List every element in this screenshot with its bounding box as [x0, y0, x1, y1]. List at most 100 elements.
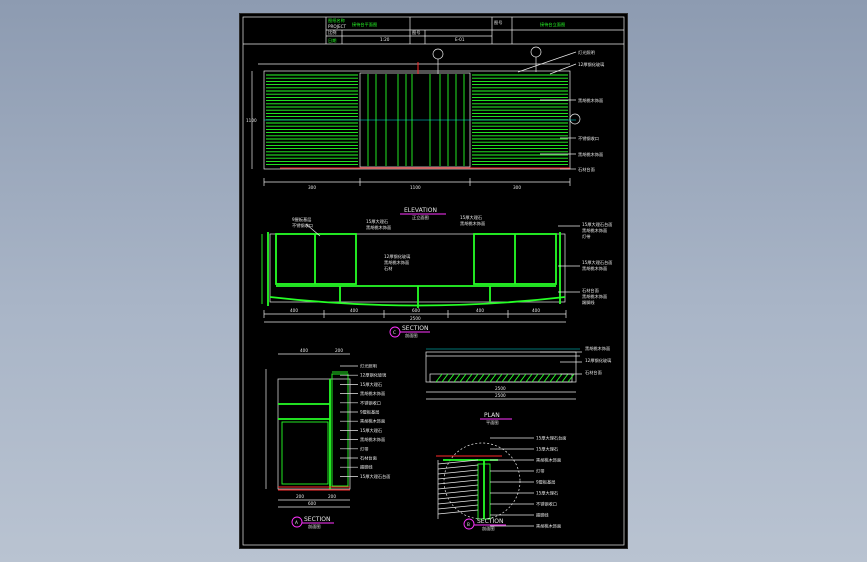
- sc-note-m7: 黑胡桃木饰面: [460, 220, 485, 227]
- hatch-line: [437, 459, 479, 465]
- section-a-note: 15厚大理石: [360, 427, 382, 434]
- section-a-note: 9厘板基层: [360, 409, 379, 416]
- hatch-line: [555, 373, 563, 383]
- elev-note-4: 不锈钢收口: [578, 135, 599, 142]
- section-a-letter: A: [295, 520, 298, 525]
- sc-note-r1: 15厚大理石台面: [582, 221, 612, 228]
- section-b-letter: B: [467, 522, 470, 527]
- section-b-note: 9厘板基层: [536, 479, 555, 486]
- elev-dim-1: 300: [308, 185, 316, 190]
- hatch-line: [437, 499, 479, 505]
- hatch-line: [495, 373, 503, 383]
- sheet-title: 接待台立面图: [540, 21, 565, 28]
- right-slats: [472, 74, 568, 166]
- section-b-title: SECTION: [477, 518, 503, 525]
- project-label: 图纸名称: [328, 17, 345, 24]
- plan-sub: 平面图: [486, 420, 499, 426]
- plan-note-2: 12厚钢化玻璃: [585, 357, 611, 364]
- cad-drawing: 图纸名称 PROJECT 接待台平面图 比例 1:20 图号 E-01 日期 图…: [242, 16, 625, 546]
- hatch-line: [453, 373, 461, 383]
- hatch-line: [537, 373, 545, 383]
- hatch-line: [477, 373, 485, 383]
- hatch-line: [437, 509, 479, 515]
- elevation-title: ELEVATION: [404, 207, 437, 214]
- hatch-line: [489, 373, 497, 383]
- hatch-line: [441, 373, 449, 383]
- sc-note-r6: 石材台面: [582, 287, 599, 294]
- sc-note-r2: 黑胡桃木饰面: [582, 227, 607, 234]
- hatch-line: [437, 469, 479, 475]
- scale-value: 1:20: [380, 37, 390, 42]
- sc-note-l1: 9厘板基层: [292, 216, 311, 223]
- sc-note-m2: 黑胡桃木饰面: [366, 224, 391, 231]
- sc-note-m4: 黑胡桃木饰面: [384, 259, 409, 266]
- elevation-view: 灯光照明 12厚钢化玻璃 黑胡桃木饰面 不锈钢收口 黑胡桃木饰面 石材台面 30…: [246, 46, 604, 221]
- section-c-title: SECTION: [402, 325, 428, 332]
- hatch-line: [437, 479, 479, 485]
- section-a-note: 灯光照明: [360, 363, 377, 370]
- plan-title: PLAN: [484, 412, 500, 419]
- no-value: E-01: [455, 37, 465, 42]
- section-b-note: 踢脚线: [536, 512, 549, 519]
- elev-dim-2: 1100: [410, 185, 421, 190]
- sc-note-r3: 灯带: [582, 233, 590, 240]
- hatch-line: [507, 373, 515, 383]
- a-dim-bot-1: 200: [296, 494, 304, 499]
- hatch-line: [501, 373, 509, 383]
- hatch-line: [447, 373, 455, 383]
- section-a-note: 12厚钢化玻璃: [360, 372, 386, 379]
- sc-dim-1: 400: [290, 308, 298, 313]
- section-a-title: SECTION: [304, 516, 330, 523]
- section-a-note: 黑胡桃木饰面: [360, 436, 385, 443]
- section-a-note: 踢脚线: [360, 464, 373, 471]
- a-dim-top-1: 400: [300, 348, 308, 353]
- hatch-line: [519, 373, 527, 383]
- plan-dim-1: 2500: [495, 386, 506, 391]
- plan-note-3: 石材台面: [585, 369, 602, 376]
- a-dim-total: 600: [308, 501, 316, 506]
- sc-dim-2: 400: [350, 308, 358, 313]
- sc-dim-3: 600: [412, 308, 420, 313]
- section-b-note: 15厚大理石台面: [536, 435, 566, 442]
- elevation-dims: 300 1100 300 1100: [246, 71, 571, 190]
- hatch-line: [543, 373, 551, 383]
- sc-note-r8: 踢脚线: [582, 299, 595, 306]
- section-a-sub: 剖面图: [308, 523, 321, 530]
- sc-note-m5: 石材: [384, 265, 392, 272]
- elev-note-5: 黑胡桃木饰面: [578, 151, 603, 158]
- hatch-line: [459, 373, 467, 383]
- hatch-line: [437, 474, 479, 480]
- sc-dim-4: 400: [476, 308, 484, 313]
- section-b-note: 灯带: [536, 468, 544, 475]
- sc-dim-total: 2500: [410, 316, 421, 321]
- date-label: 日期: [328, 38, 336, 44]
- elev-note-6: 石材台面: [578, 166, 595, 173]
- section-b-note: 15厚大理石: [536, 446, 558, 453]
- section-b-note: 黑胡桃木饰面: [536, 457, 561, 464]
- hatch-line: [437, 464, 479, 470]
- section-c-letter: C: [393, 330, 396, 335]
- hatch-line: [483, 373, 491, 383]
- sc-note-r4: 15厚大理石台面: [582, 259, 612, 266]
- section-a-note: 15厚大理石: [360, 381, 382, 388]
- drawing-sheet: 图纸名称 PROJECT 接待台平面图 比例 1:20 图号 E-01 日期 图…: [240, 14, 627, 548]
- hatch-line: [437, 484, 479, 490]
- hatch-line: [437, 504, 479, 510]
- section-a-note: 黑胡桃木饰面: [360, 390, 385, 397]
- hatch-line: [471, 373, 479, 383]
- hatch-line: [437, 489, 479, 495]
- sc-note-l2: 不锈钢收口: [292, 222, 313, 229]
- sc-note-m6: 15厚大理石: [460, 214, 482, 221]
- hatch-line: [567, 373, 575, 383]
- section-c-sub: 剖面图: [405, 332, 418, 339]
- left-slats: [266, 74, 358, 166]
- section-b-note: 不锈钢收口: [536, 501, 557, 508]
- section-a-note: 不锈钢收口: [360, 399, 381, 406]
- scale-label: 比例: [328, 29, 336, 36]
- elev-note-2: 12厚钢化玻璃: [578, 61, 604, 68]
- section-c-view: 9厘板基层 不锈钢收口 15厚大理石 黑胡桃木饰面 12厚钢化玻璃 黑胡桃木饰面…: [261, 214, 612, 339]
- detail-circle: [443, 442, 521, 520]
- section-a-marker: [291, 516, 303, 528]
- a-dim-bot-2: 200: [328, 494, 336, 499]
